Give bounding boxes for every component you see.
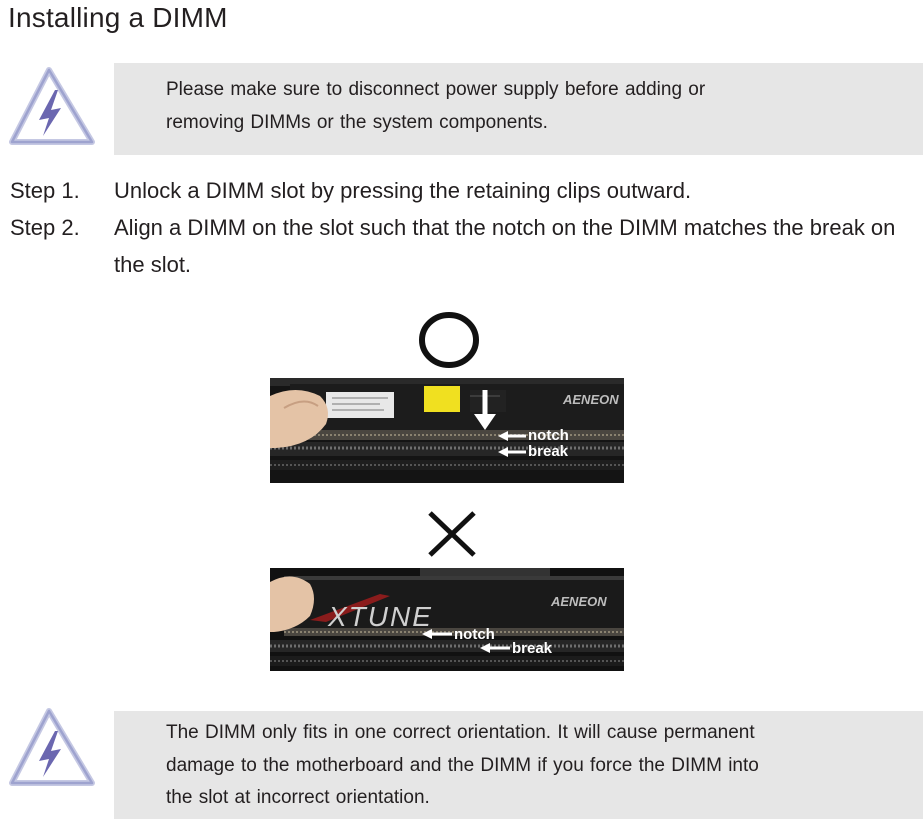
step-number: Step 2. bbox=[10, 215, 80, 240]
warning-notice-text: Please make sure to disconnect power sup… bbox=[166, 74, 903, 139]
circle-mark bbox=[419, 312, 479, 368]
notice-line: The DIMM only fits in one correct orient… bbox=[166, 722, 755, 743]
dimm-slot-illustration: XTUNE AENEON bbox=[270, 568, 624, 671]
high-voltage-warning-icon bbox=[9, 67, 95, 145]
module-brand-text: AENEON bbox=[562, 392, 619, 407]
notch-callout: notch bbox=[528, 427, 569, 444]
high-voltage-warning-icon bbox=[9, 708, 95, 786]
dimm-photo-incorrect: XTUNE AENEON notch break bbox=[270, 568, 624, 671]
warning-notice-bottom: The DIMM only fits in one correct orient… bbox=[114, 711, 923, 819]
notice-line: removing DIMMs or the system components. bbox=[166, 111, 548, 133]
break-callout: break bbox=[528, 443, 569, 460]
break-callout: break bbox=[512, 640, 553, 657]
notch-callout: notch bbox=[454, 626, 495, 643]
step-text: Align a DIMM on the slot such that the n… bbox=[114, 215, 896, 277]
module-brand-text: AENEON bbox=[550, 594, 607, 609]
step-list: Step 1. Unlock a DIMM slot by pressing t… bbox=[10, 172, 910, 283]
notice-line: damage to the motherboard and the DIMM i… bbox=[166, 754, 759, 776]
warning-notice-top: Please make sure to disconnect power sup… bbox=[114, 63, 923, 155]
warning-notice-text: The DIMM only fits in one correct orient… bbox=[166, 717, 903, 815]
heatsink-logo-text: XTUNE bbox=[327, 601, 433, 632]
notice-line: Please make sure to disconnect power sup… bbox=[166, 79, 706, 100]
step-item: Step 1. Unlock a DIMM slot by pressing t… bbox=[10, 172, 910, 209]
cross-mark bbox=[428, 511, 476, 557]
step-item: Step 2. Align a DIMM on the slot such th… bbox=[10, 209, 910, 283]
notice-line: the slot at incorrect orientation. bbox=[166, 787, 430, 808]
step-text: Unlock a DIMM slot by pressing the retai… bbox=[114, 178, 692, 203]
dimm-photo-correct: AENEON notch break bbox=[270, 378, 624, 483]
page-title: Installing a DIMM bbox=[8, 2, 228, 33]
dimm-slot-illustration: AENEON bbox=[270, 378, 624, 483]
step-number: Step 1. bbox=[10, 178, 80, 203]
